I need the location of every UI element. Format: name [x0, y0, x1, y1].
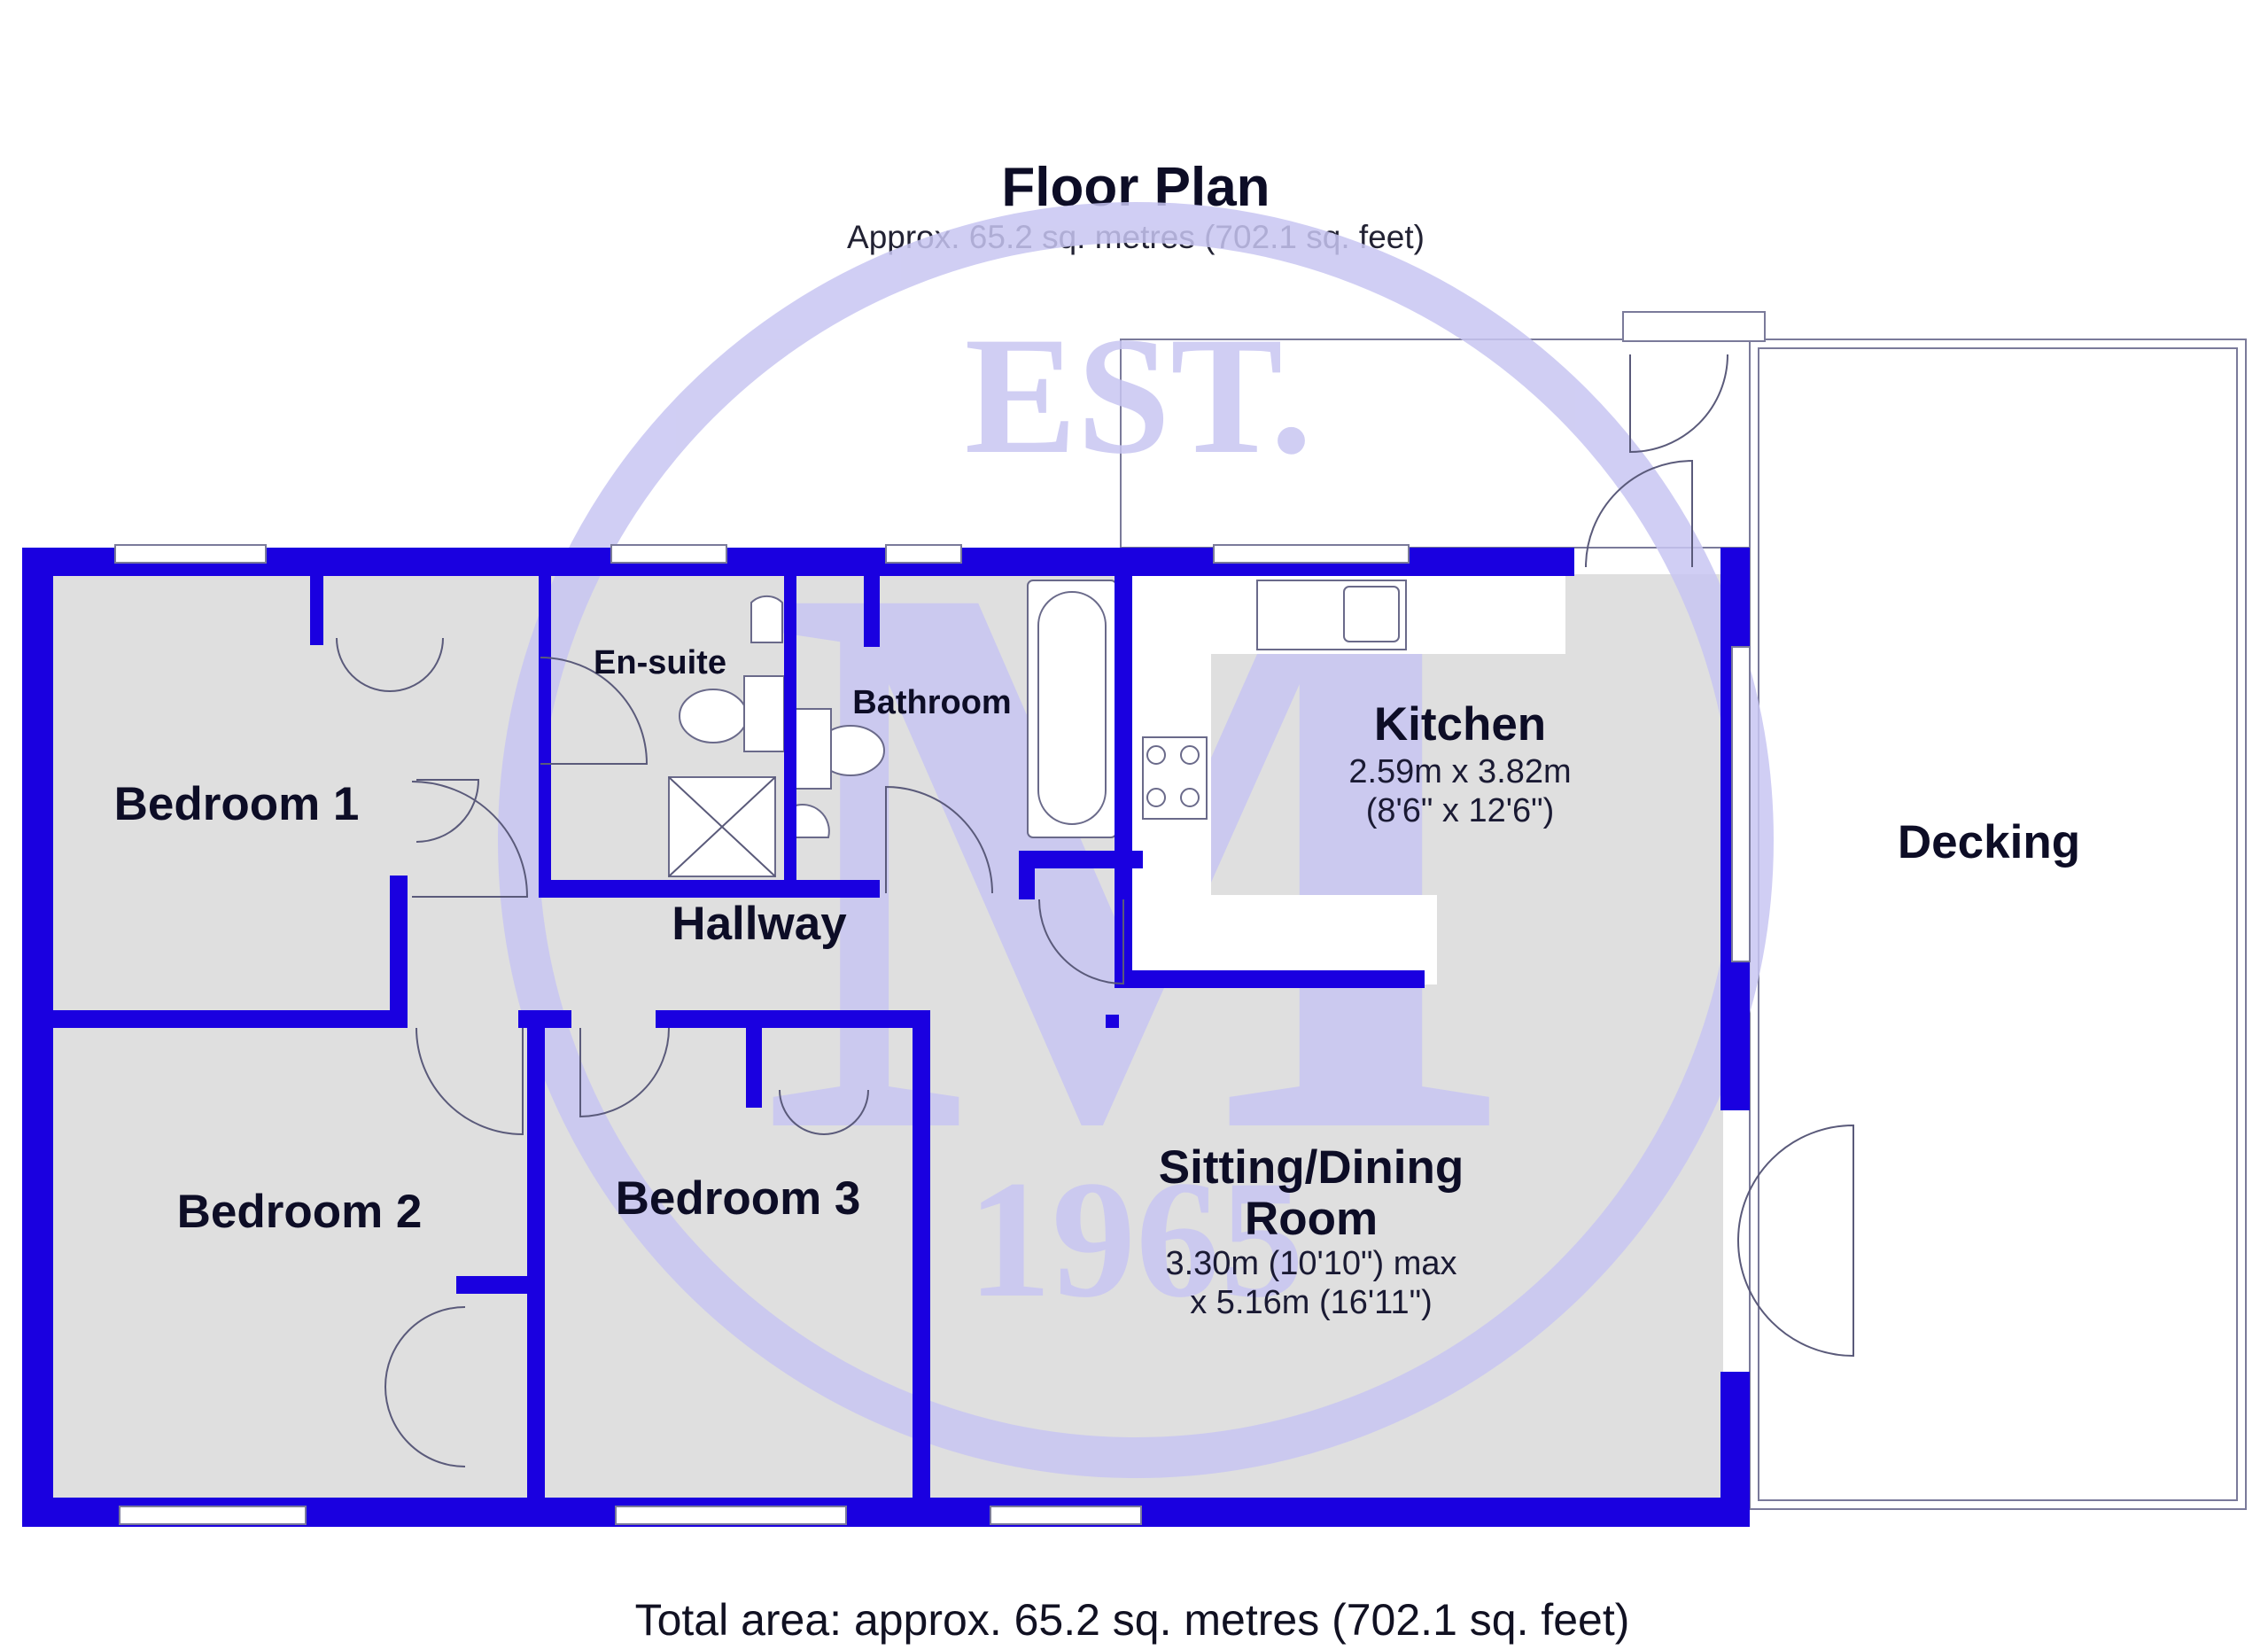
room-bedroom-2: Bedroom 2 — [177, 1186, 423, 1238]
kitchen-dim-imperial: (8'6" x 12'6") — [1366, 792, 1555, 829]
kitchen-dim-metric: 2.59m x 3.82m — [1348, 753, 1571, 790]
room-kitchen: Kitchen — [1374, 698, 1546, 751]
total-area: Total area: approx. 65.2 sq. metres (702… — [635, 1595, 1630, 1645]
room-bathroom: Bathroom — [852, 684, 1011, 721]
room-ensuite: En-suite — [594, 644, 726, 681]
kitchen-units — [1131, 574, 1565, 985]
room-sitting-dining-line1: Sitting/Dining — [1159, 1141, 1464, 1194]
room-bedroom-3: Bedroom 3 — [616, 1172, 861, 1225]
ensuite-shower — [668, 776, 776, 877]
watermark-year: 1965 — [967, 1147, 1304, 1333]
sitting-dim-line1: 3.30m (10'10") max — [1165, 1245, 1456, 1282]
doors — [336, 354, 1854, 1467]
area-decking: Decking — [1898, 816, 2080, 868]
room-bedroom-1: Bedroom 1 — [114, 778, 360, 830]
watermark-est: EST. — [965, 303, 1313, 489]
windows — [114, 544, 1751, 1525]
bath-tub — [1027, 580, 1117, 838]
room-hallway: Hallway — [672, 898, 847, 950]
floor-surface — [53, 574, 1723, 1500]
room-sitting-dining-line2: Room — [1245, 1193, 1378, 1245]
toilets-basins — [679, 595, 885, 838]
sitting-dim-line2: x 5.16m (16'11") — [1190, 1284, 1433, 1321]
